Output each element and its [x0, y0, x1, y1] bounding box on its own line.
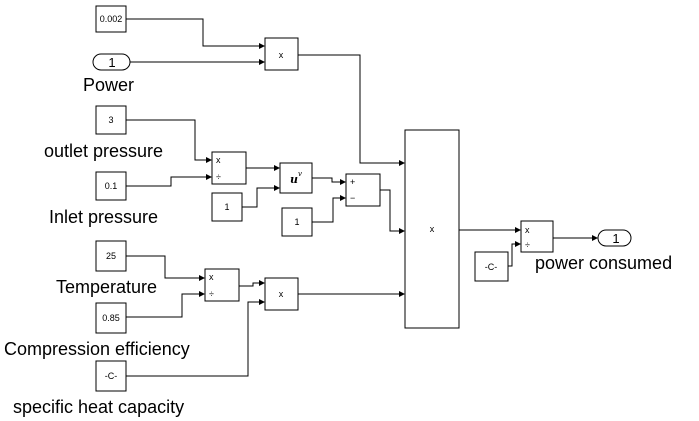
arrowhead: [340, 195, 346, 201]
product-big-block[interactable]: x: [404, 129, 460, 329]
power-uv-base: u: [290, 173, 298, 186]
arrowhead: [592, 235, 598, 241]
sum-minus-sign: −: [350, 193, 355, 203]
power-inport-number: 1: [108, 55, 115, 70]
constant-085-value: 0.85: [102, 313, 120, 323]
arrowhead: [274, 185, 280, 191]
constant-1b-block[interactable]: 1: [281, 207, 313, 237]
divide-output-multiply-sign: x: [525, 225, 530, 235]
sum-plus-sign: +: [350, 177, 355, 187]
arrowhead: [259, 280, 265, 286]
wire-div-b-to-mult-mid: [239, 282, 260, 287]
divide-output-block[interactable]: x ÷: [520, 220, 554, 253]
divide-temperature-divide-sign: ÷: [209, 289, 214, 299]
constant-01-block[interactable]: 0.1: [95, 171, 127, 201]
arrowhead: [340, 179, 346, 185]
constant-25-block[interactable]: 25: [95, 240, 127, 272]
constant-01-value: 0.1: [105, 181, 118, 191]
power-label: Power: [83, 75, 134, 95]
arrowhead: [399, 228, 405, 234]
constant-25-value: 25: [106, 251, 116, 261]
constant-c-specific-heat-value: -C-: [105, 371, 118, 381]
arrowhead: [259, 299, 265, 305]
constant-c-specific-heat-block[interactable]: -C-: [95, 360, 127, 392]
power-consumed-outport-number: 1: [612, 231, 619, 246]
arrowhead: [515, 241, 521, 247]
power-uv-exponent: v: [298, 170, 302, 178]
constant-3-block[interactable]: 3: [95, 105, 127, 135]
power-consumed-outport-block[interactable]: 1: [597, 229, 632, 247]
arrowhead: [259, 59, 265, 65]
wire-c1-to-mult-mid: [126, 301, 260, 377]
constant-3-value: 3: [108, 115, 113, 125]
wires: [126, 18, 598, 377]
multiply-top-symbol: x: [279, 50, 284, 60]
multiply-top-block[interactable]: x: [264, 37, 299, 71]
power-uv-block[interactable]: u v: [279, 162, 313, 194]
arrowhead: [274, 165, 280, 171]
wire-1a-to-pow: [242, 187, 275, 208]
wire-sum-to-big: [380, 189, 400, 232]
arrowhead: [515, 227, 521, 233]
wire-c2-to-div-c: [508, 243, 516, 267]
constant-c-output-value: -C-: [485, 262, 498, 272]
multiply-mid-symbol: x: [279, 289, 284, 299]
power-inport-block[interactable]: 1: [92, 53, 131, 71]
arrowhead: [199, 275, 205, 281]
compression-efficiency-label: Compression efficiency: [4, 339, 190, 359]
power-consumed-label: power consumed: [535, 253, 672, 273]
divide-pressure-multiply-sign: x: [216, 155, 221, 165]
wire-3-to-div-a: [126, 119, 207, 161]
arrowhead: [399, 291, 405, 297]
constant-1a-value: 1: [224, 202, 229, 212]
divide-pressure-divide-sign: ÷: [216, 172, 221, 182]
multiply-mid-block[interactable]: x: [264, 277, 299, 311]
temperature-label: Temperature: [56, 277, 157, 297]
wire-0002-to-mult-top: [126, 18, 260, 47]
divide-output-divide-sign: ÷: [525, 240, 530, 250]
arrowhead: [206, 174, 212, 180]
constant-1a-block[interactable]: 1: [211, 192, 243, 222]
wire-085-to-div-b: [126, 293, 200, 318]
outlet-pressure-label: outlet pressure: [44, 141, 163, 161]
constant-0002-block[interactable]: 0.002: [95, 5, 127, 33]
specific-heat-capacity-label: specific heat capacity: [13, 397, 184, 417]
arrowhead: [199, 291, 205, 297]
arrowhead: [206, 157, 212, 163]
wire-01-to-div-a: [126, 176, 207, 187]
divide-temperature-multiply-sign: x: [209, 272, 214, 282]
divide-temperature-block[interactable]: x ÷: [204, 268, 240, 302]
sum-block[interactable]: + −: [345, 173, 381, 207]
arrowhead: [399, 160, 405, 166]
wire-mult-top-to-big: [298, 54, 400, 164]
wire-pow-to-sum: [312, 177, 341, 183]
inlet-pressure-label: Inlet pressure: [49, 207, 158, 227]
constant-c-output-block[interactable]: -C-: [474, 251, 509, 282]
product-big-symbol: x: [430, 224, 435, 234]
constant-085-block[interactable]: 0.85: [95, 302, 127, 334]
constant-0002-value: 0.002: [100, 14, 123, 24]
wire-1b-to-sum: [312, 197, 341, 223]
constant-1b-value: 1: [294, 217, 299, 227]
wire-25-to-div-b: [126, 255, 200, 279]
arrowhead: [259, 43, 265, 49]
divide-pressure-block[interactable]: x ÷: [211, 151, 247, 185]
